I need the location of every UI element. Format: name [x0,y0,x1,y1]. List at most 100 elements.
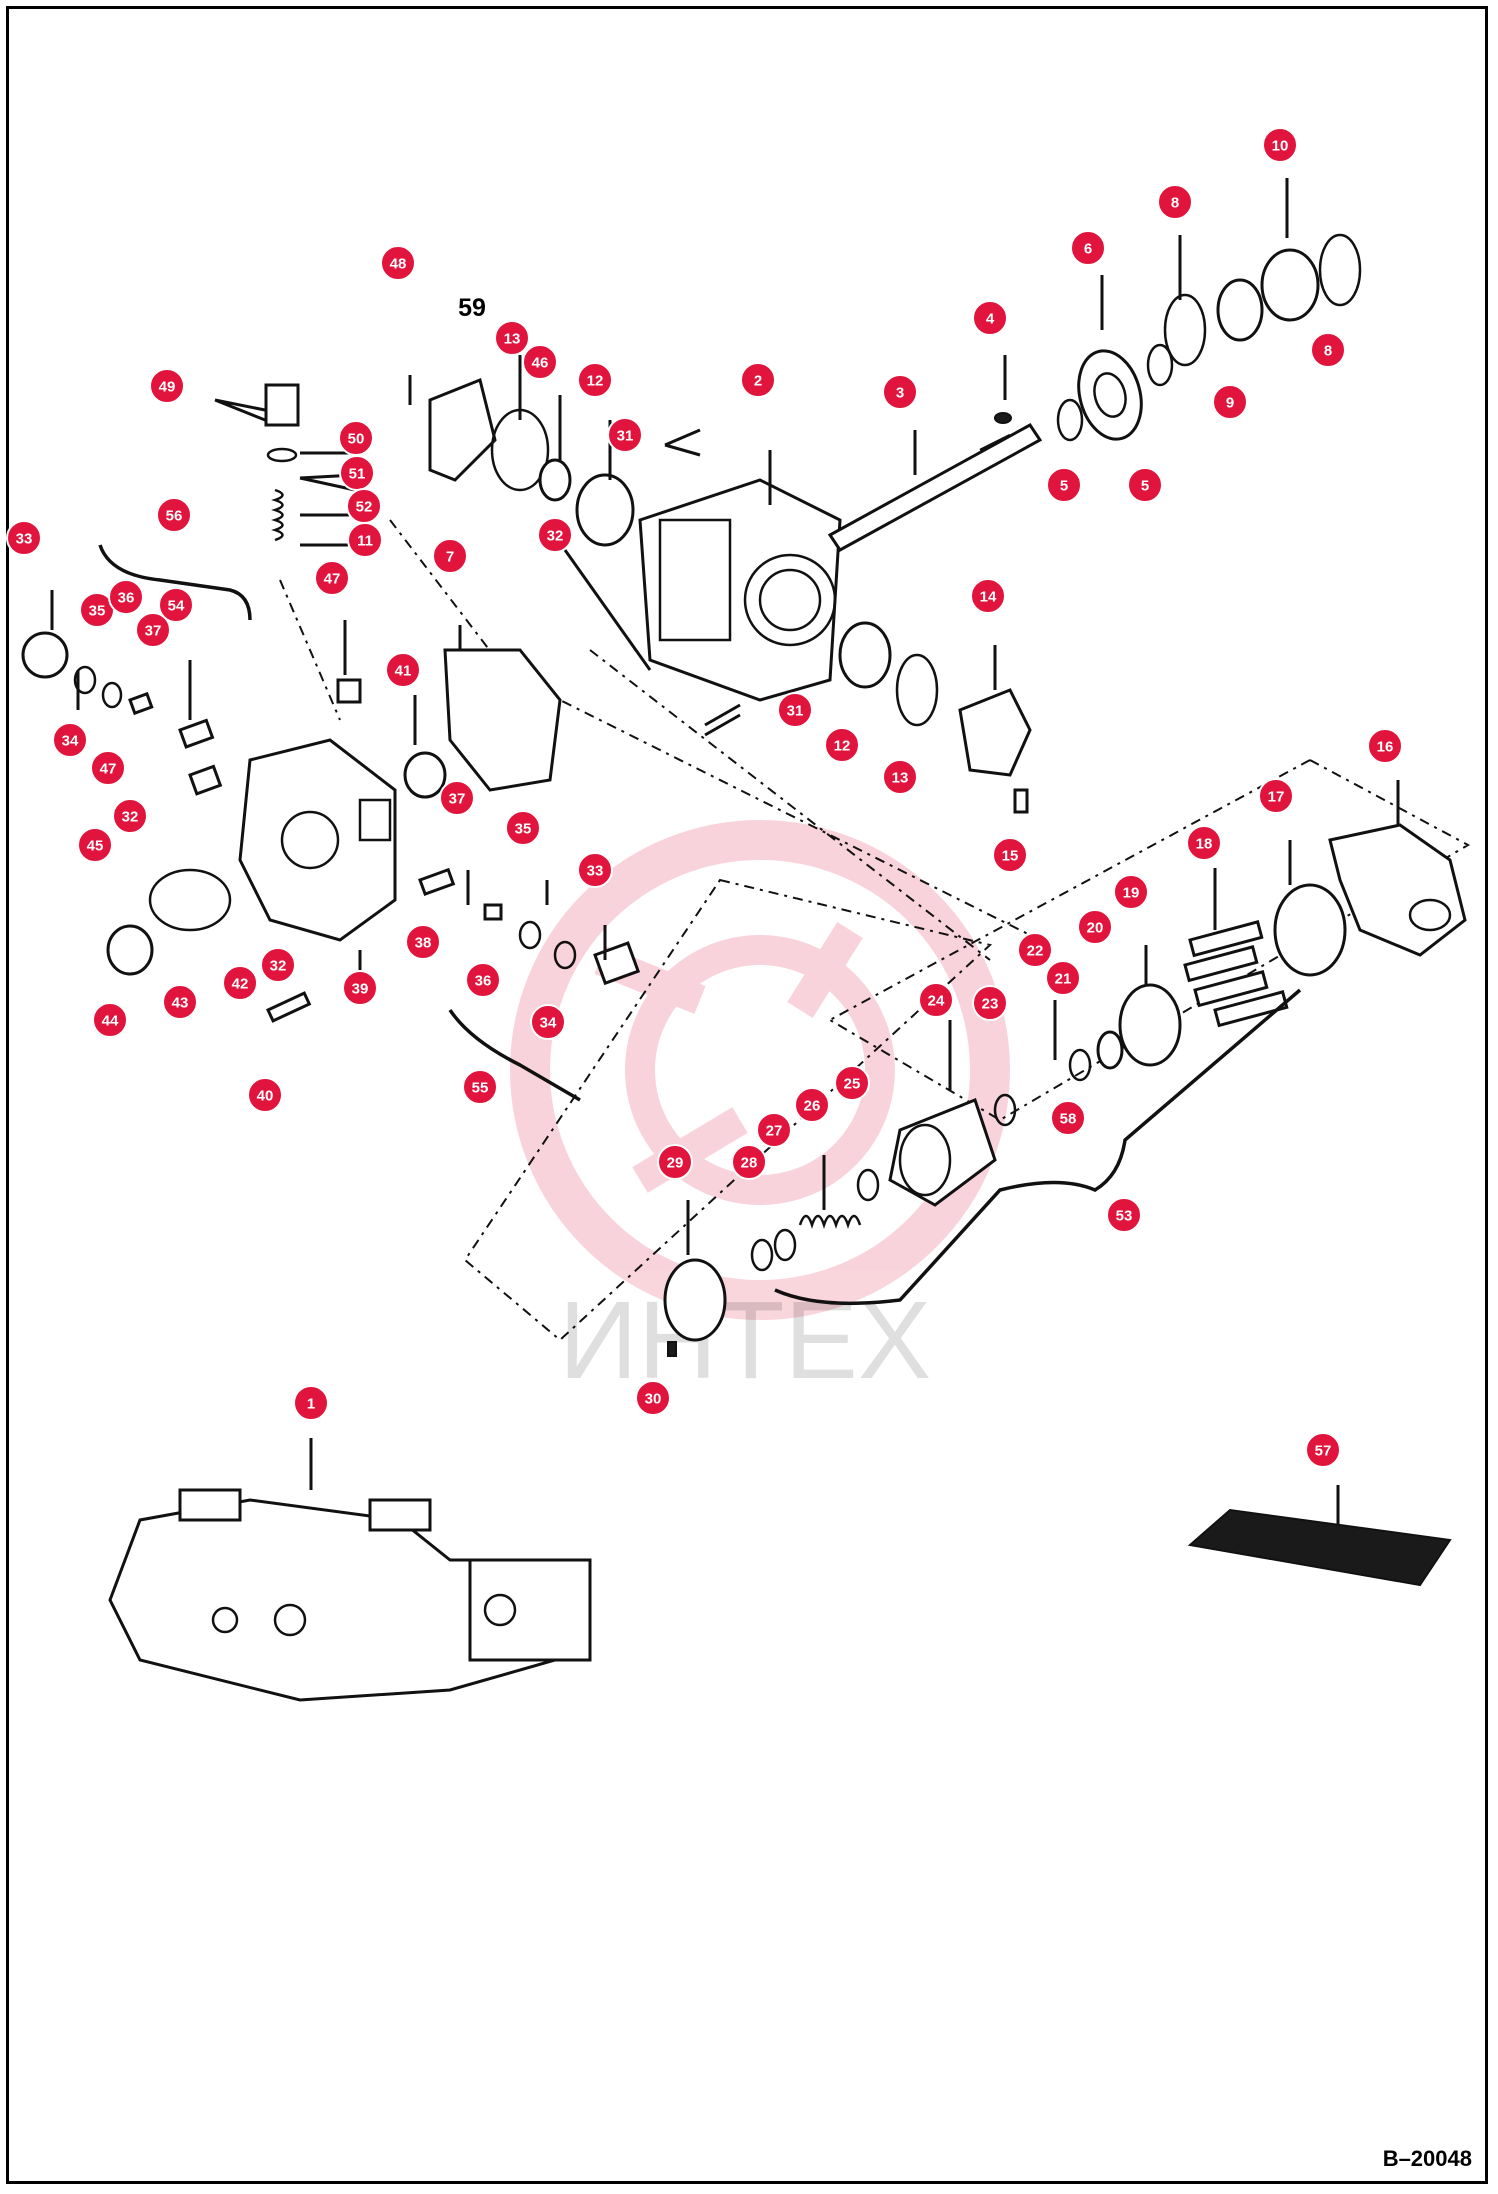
callout-marker [135,612,171,648]
callout-3: 3 [882,374,918,410]
swash-plate-housing-16 [1328,823,1467,957]
o-ring-50 [266,447,298,463]
plug-54 [178,718,215,749]
housing-part [638,478,842,702]
callout-32: 32 [260,947,296,983]
callout-marker [439,780,475,816]
bearing-upper [1077,349,1143,441]
callout-33: 33 [577,852,613,888]
callout-11: 11 [347,522,383,558]
plug-47-left [188,764,223,796]
callout-number: 50 [348,431,365,448]
callout-marker [731,1144,767,1180]
callout-30: 30 [635,1380,671,1416]
callout-marker [222,965,258,1001]
callout-29: 29 [657,1144,693,1180]
callout-34: 34 [52,722,88,758]
callout-56: 56 [156,497,192,533]
callout-number: 58 [1060,1111,1077,1128]
callout-58: 58 [1050,1100,1086,1136]
callout-5: 5 [1127,467,1163,503]
callout-number: 55 [472,1080,489,1097]
watermark-text: ИНТЕХ [559,1279,931,1402]
relief-valve-49 [264,383,300,427]
orifice-36-right [483,903,503,921]
orifice-36 [128,691,154,716]
washer-9 [1216,278,1264,342]
seal-kit-57 [1187,1508,1452,1587]
callout-marker [494,320,530,356]
callout-marker [1157,184,1193,220]
callout-51: 51 [339,455,375,491]
callout-number: 37 [145,623,162,640]
callout-number: 25 [844,1076,861,1093]
callout-number: 5 [1141,478,1149,495]
callout-4: 4 [972,300,1008,336]
callout-36: 36 [465,962,501,998]
callout-marker [380,245,416,281]
callout-marker [432,538,468,574]
callout-27: 27 [756,1112,792,1148]
callout-54: 54 [158,587,194,623]
callout-38: 38 [405,924,441,960]
callout-number: 29 [667,1155,684,1172]
cover-plate-59 [428,377,497,482]
o-ring-13-lower [895,653,939,727]
callout-number: 19 [1123,885,1140,902]
callout-number: 12 [834,738,851,755]
callout-number: 34 [540,1015,557,1032]
callout-number: 43 [172,995,189,1012]
callout-5: 5 [1046,467,1082,503]
bearing-12-upper [575,473,635,547]
plug-47-upper [336,678,362,704]
callout-number: 11 [357,533,373,550]
bracket-55 [448,1009,581,1102]
callout-marker [1258,778,1294,814]
callout-14: 14 [970,578,1006,614]
pin-30 [667,1341,677,1357]
figure-id: B–20048 [1382,2146,1472,2171]
callout-number: 17 [1268,789,1285,806]
bracket-53 [774,988,1302,1306]
callout-marker [108,579,144,615]
pump-assembly-1 [108,1488,592,1702]
callout-26: 26 [794,1087,830,1123]
callout-marker [505,810,541,846]
callout-marker [918,982,954,1018]
end-cap-assembly [238,738,397,942]
callout-48: 48 [380,245,416,281]
callout-marker [112,798,148,834]
callout-number: 16 [1377,739,1394,756]
callout-marker [1127,467,1163,503]
callout-13: 13 [882,759,918,795]
callout-53: 53 [1106,1197,1142,1233]
callout-number: 51 [349,466,366,483]
callout-number: 36 [118,590,135,607]
callout-number: 23 [982,996,999,1013]
callout-9: 9 [1212,384,1248,420]
callout-number: 32 [122,809,139,826]
callout-marker [6,520,42,556]
callout-number: 41 [395,663,412,680]
callout-46: 46 [522,344,558,380]
watermark [510,820,1010,1320]
callout-number: 38 [415,935,432,952]
o-ring-35-right [518,920,542,950]
callout-12: 12 [577,362,613,398]
callout-marker [342,970,378,1006]
callout-marker [834,1065,870,1101]
callout-marker [77,827,113,863]
callout-marker [992,837,1028,873]
callout-marker [882,759,918,795]
callout-7: 7 [432,538,468,574]
callout-marker [657,1144,693,1180]
callout-marker [607,417,643,453]
callout-6: 6 [1070,230,1106,266]
callout-number: 20 [1087,920,1104,937]
callout-number: 8 [1324,343,1332,360]
callout-47: 47 [90,750,126,786]
callout-number: 6 [1084,241,1092,258]
o-ring-43 [148,868,232,932]
callout-number: 31 [787,703,804,720]
callout-number: 30 [645,1391,662,1408]
